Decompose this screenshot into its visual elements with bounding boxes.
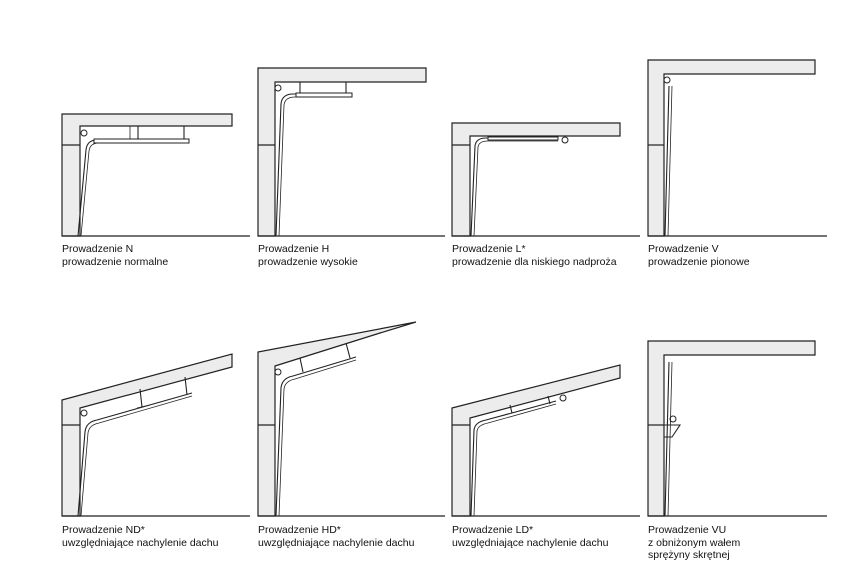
caption-h: Prowadzenie H prowadzenie wysokie bbox=[258, 243, 358, 268]
figure-l-drawing bbox=[451, 122, 640, 237]
caption-nd-line: uwzględniające nachylenie dachu bbox=[62, 536, 219, 549]
wall-vu bbox=[647, 340, 816, 517]
track-n bbox=[77, 139, 188, 237]
figure-h-drawing bbox=[257, 67, 445, 237]
caption-hd-title: Prowadzenie HD* bbox=[258, 524, 341, 536]
track-hd bbox=[275, 356, 357, 517]
caption-v-line: prowadzenie pionowe bbox=[648, 255, 750, 268]
track-ld bbox=[470, 400, 557, 517]
caption-l-title: Prowadzenie L* bbox=[452, 243, 526, 255]
caption-h-line: prowadzenie wysokie bbox=[258, 255, 358, 268]
caption-vu-title: Prowadzenie VU bbox=[648, 524, 727, 536]
caption-vu-line-1: z obniżonym wałem bbox=[648, 536, 741, 549]
figure-n-drawing bbox=[61, 113, 250, 237]
spring-shaft-hd bbox=[274, 368, 282, 376]
track-v bbox=[664, 85, 670, 237]
spring-shaft-v bbox=[663, 76, 671, 84]
caption-l-line: prowadzenie dla niskiego nadproża bbox=[452, 255, 617, 268]
figure-ld-drawing bbox=[451, 364, 640, 517]
caption-h-title: Prowadzenie H bbox=[258, 243, 330, 255]
wall-v bbox=[647, 59, 816, 237]
spring-shaft-ld bbox=[559, 394, 567, 402]
spring-shaft-nd bbox=[80, 409, 88, 417]
spring-shaft-l bbox=[561, 136, 569, 144]
caption-ld-title: Prowadzenie LD* bbox=[452, 524, 534, 536]
figure-v-drawing bbox=[647, 59, 827, 237]
spring-shaft-n bbox=[80, 129, 88, 137]
caption-nd-title: Prowadzenie ND* bbox=[62, 524, 145, 536]
track-l bbox=[470, 137, 558, 237]
caption-l: Prowadzenie L* prowadzenie dla niskiego … bbox=[452, 243, 617, 268]
caption-hd: Prowadzenie HD* uwzględniające nachyleni… bbox=[258, 524, 414, 549]
caption-v: Prowadzenie V prowadzenie pionowe bbox=[648, 243, 750, 268]
caption-ld-line: uwzględniające nachylenie dachu bbox=[452, 536, 609, 549]
track-h bbox=[275, 93, 350, 237]
caption-nd: Prowadzenie ND* uwzględniające nachyleni… bbox=[62, 524, 218, 549]
caption-n: Prowadzenie N prowadzenie normalne bbox=[62, 243, 168, 268]
caption-vu-line-2: sprężyny skrętnej bbox=[648, 549, 730, 561]
figure-hd-drawing bbox=[257, 321, 445, 517]
figure-vu-drawing bbox=[647, 340, 827, 517]
caption-n-title: Prowadzenie N bbox=[62, 243, 134, 255]
wall-n bbox=[61, 113, 233, 237]
bracket-vu bbox=[664, 424, 682, 438]
caption-n-line: prowadzenie normalne bbox=[62, 255, 169, 268]
wall-hd bbox=[257, 321, 417, 517]
spring-shaft-vu bbox=[669, 415, 677, 423]
figure-nd-drawing bbox=[61, 353, 250, 517]
caption-vu: Prowadzenie VU z obniżonym wałem sprężyn… bbox=[648, 524, 740, 562]
track-vu bbox=[664, 361, 670, 517]
caption-v-title: Prowadzenie V bbox=[648, 243, 719, 255]
caption-ld: Prowadzenie LD* uwzględniające nachyleni… bbox=[452, 524, 608, 549]
track-nd bbox=[77, 392, 193, 517]
spring-shaft-h bbox=[274, 84, 282, 92]
wall-ld bbox=[451, 364, 621, 517]
caption-hd-line: uwzględniające nachylenie dachu bbox=[258, 536, 415, 549]
